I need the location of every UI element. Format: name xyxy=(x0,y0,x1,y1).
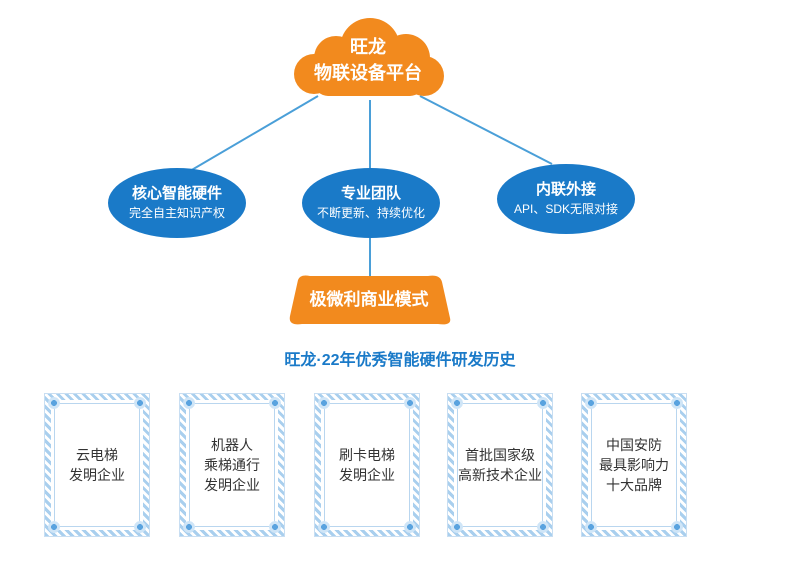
cert-line: 发明企业 xyxy=(69,467,125,483)
cert-inner-frame xyxy=(54,403,140,527)
node-team-title: 专业团队 xyxy=(340,185,401,202)
corner-ornament xyxy=(585,521,597,533)
cert-line: 乘梯通行 xyxy=(204,457,260,473)
badge-shape xyxy=(289,275,451,325)
node-hardware-subtitle: 完全自主知识产权 xyxy=(128,206,225,220)
cert-inner-frame xyxy=(591,403,677,527)
corner-ornament xyxy=(537,521,549,533)
cloud-shape xyxy=(294,18,444,96)
corner-ornament xyxy=(318,397,330,409)
cert-card: 机器人 乘梯通行 发明企业 xyxy=(180,394,284,536)
cloud-subtitle: 物联设备平台 xyxy=(314,63,422,83)
cert-line: 十大品牌 xyxy=(606,477,662,493)
corner-ornament xyxy=(48,397,60,409)
corner-ornament xyxy=(585,397,597,409)
corner-ornament xyxy=(318,521,330,533)
cert-line: 刷卡电梯 xyxy=(339,447,395,463)
cert-inner-frame xyxy=(189,403,275,527)
node-team-subtitle: 不断更新、持续优化 xyxy=(316,206,425,220)
corner-ornament xyxy=(269,397,281,409)
cert-line: 最具影响力 xyxy=(599,457,669,473)
corner-ornament xyxy=(451,397,463,409)
node-team: 专业团队 不断更新、持续优化 xyxy=(302,168,440,238)
corner-ornament xyxy=(451,521,463,533)
cert-text: 刷卡电梯 发明企业 xyxy=(321,400,413,530)
node-connect: 内联外接 API、SDK无限对接 xyxy=(497,164,635,234)
history-title: 旺龙·22年优秀智能硬件研发历史 xyxy=(284,352,516,369)
corner-ornament xyxy=(671,397,683,409)
cert-line: 云电梯 xyxy=(76,447,118,463)
cert-line: 发明企业 xyxy=(339,467,395,483)
cert-text: 云电梯 发明企业 xyxy=(51,400,143,530)
cert-inner-frame xyxy=(324,403,410,527)
cert-line: 首批国家级 xyxy=(465,447,535,463)
corner-ornament xyxy=(269,521,281,533)
platform-cloud: 旺龙 物联设备平台 xyxy=(288,16,448,100)
link-cloud-hardware xyxy=(177,95,319,179)
corner-ornament xyxy=(48,521,60,533)
cert-card: 中国安防 最具影响力 十大品牌 xyxy=(582,394,686,536)
cert-line: 机器人 xyxy=(211,437,253,453)
business-model-badge: 极微利商业模式 xyxy=(286,274,452,326)
corner-ornament xyxy=(183,521,195,533)
corner-ornament xyxy=(183,397,195,409)
link-cloud-connect xyxy=(419,95,553,165)
node-hardware: 核心智能硬件 完全自主知识产权 xyxy=(108,168,246,238)
cert-text: 机器人 乘梯通行 发明企业 xyxy=(186,400,278,530)
cert-line: 发明企业 xyxy=(204,477,260,493)
corner-ornament xyxy=(404,397,416,409)
cert-inner-frame xyxy=(457,403,543,527)
cert-line: 中国安防 xyxy=(606,437,662,453)
corner-ornament xyxy=(404,521,416,533)
cert-card: 首批国家级 高新技术企业 xyxy=(448,394,552,536)
node-connect-title: 内联外接 xyxy=(535,181,596,198)
business-model-label: 极微利商业模式 xyxy=(309,290,429,309)
corner-ornament xyxy=(671,521,683,533)
node-hardware-title: 核心智能硬件 xyxy=(131,185,222,202)
corner-ornament xyxy=(537,397,549,409)
cert-card: 云电梯 发明企业 xyxy=(45,394,149,536)
cert-text: 中国安防 最具影响力 十大品牌 xyxy=(588,400,680,530)
node-connect-subtitle: API、SDK无限对接 xyxy=(513,202,619,216)
cert-card: 刷卡电梯 发明企业 xyxy=(315,394,419,536)
corner-ornament xyxy=(134,521,146,533)
cert-line: 高新技术企业 xyxy=(458,467,542,483)
corner-ornament xyxy=(134,397,146,409)
cloud-title: 旺龙 xyxy=(350,37,386,57)
cert-text: 首批国家级 高新技术企业 xyxy=(454,400,546,530)
